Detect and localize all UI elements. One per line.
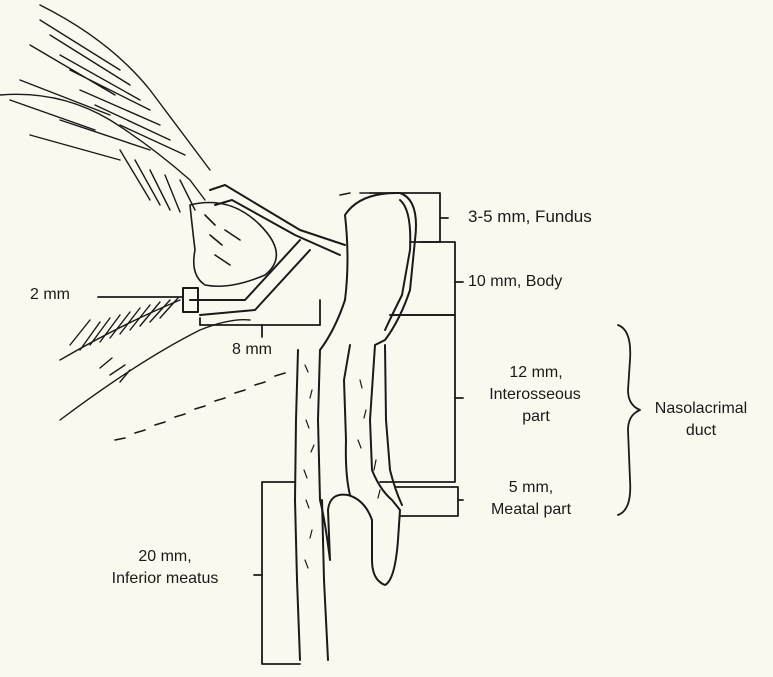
- eye-region: [190, 203, 276, 287]
- canaliculi: [183, 185, 345, 315]
- label-inferior-2: Inferior meatus: [80, 569, 250, 589]
- label-canaliculus: 8 mm: [232, 340, 272, 360]
- dashed-guides: [115, 193, 370, 440]
- label-meatal-1: 5 mm,: [470, 478, 592, 498]
- label-meatal-2: Meatal part: [470, 500, 592, 520]
- label-interosseous-2: Interosseous: [467, 385, 603, 405]
- label-fundus: 3-5 mm, Fundus: [468, 207, 592, 227]
- label-punctum: 2 mm: [30, 285, 70, 305]
- label-inferior-1: 20 mm,: [80, 547, 250, 567]
- label-interosseous-3: part: [480, 407, 592, 427]
- label-body: 10 mm, Body: [468, 272, 562, 292]
- measurement-brackets: [98, 193, 640, 664]
- lower-eyelid-lashes: [60, 298, 250, 420]
- duct-stipple: [304, 365, 380, 568]
- lacrimal-sac-and-duct: [295, 193, 416, 660]
- label-nasolacrimal-2: duct: [640, 421, 762, 441]
- label-nasolacrimal-1: Nasolacrimal: [640, 399, 762, 419]
- upper-eyelid-lashes: [0, 5, 210, 212]
- label-interosseous-1: 12 mm,: [480, 363, 592, 383]
